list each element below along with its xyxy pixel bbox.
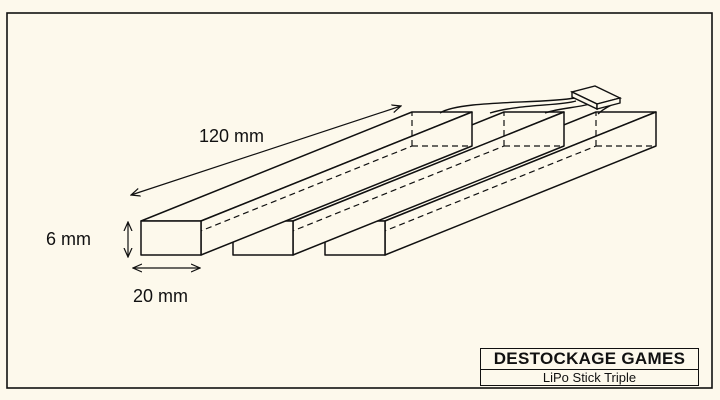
connector-plug bbox=[569, 85, 623, 111]
sheet-frame bbox=[6, 12, 713, 389]
product-name: LiPo Stick Triple bbox=[542, 370, 637, 385]
stick-front-face bbox=[140, 220, 202, 256]
width-label: 20 mm bbox=[133, 286, 189, 306]
company-name: DESTOCKAGE GAMES bbox=[481, 349, 698, 370]
length-dimension-line bbox=[131, 106, 401, 195]
height-label: 6 mm bbox=[46, 229, 91, 249]
length-label: 120 mm bbox=[199, 126, 265, 146]
hidden-edge bbox=[232, 145, 505, 256]
hidden-edge bbox=[324, 145, 597, 256]
title-block: DESTOCKAGE GAMES LiPo Stick Triple bbox=[480, 348, 699, 386]
